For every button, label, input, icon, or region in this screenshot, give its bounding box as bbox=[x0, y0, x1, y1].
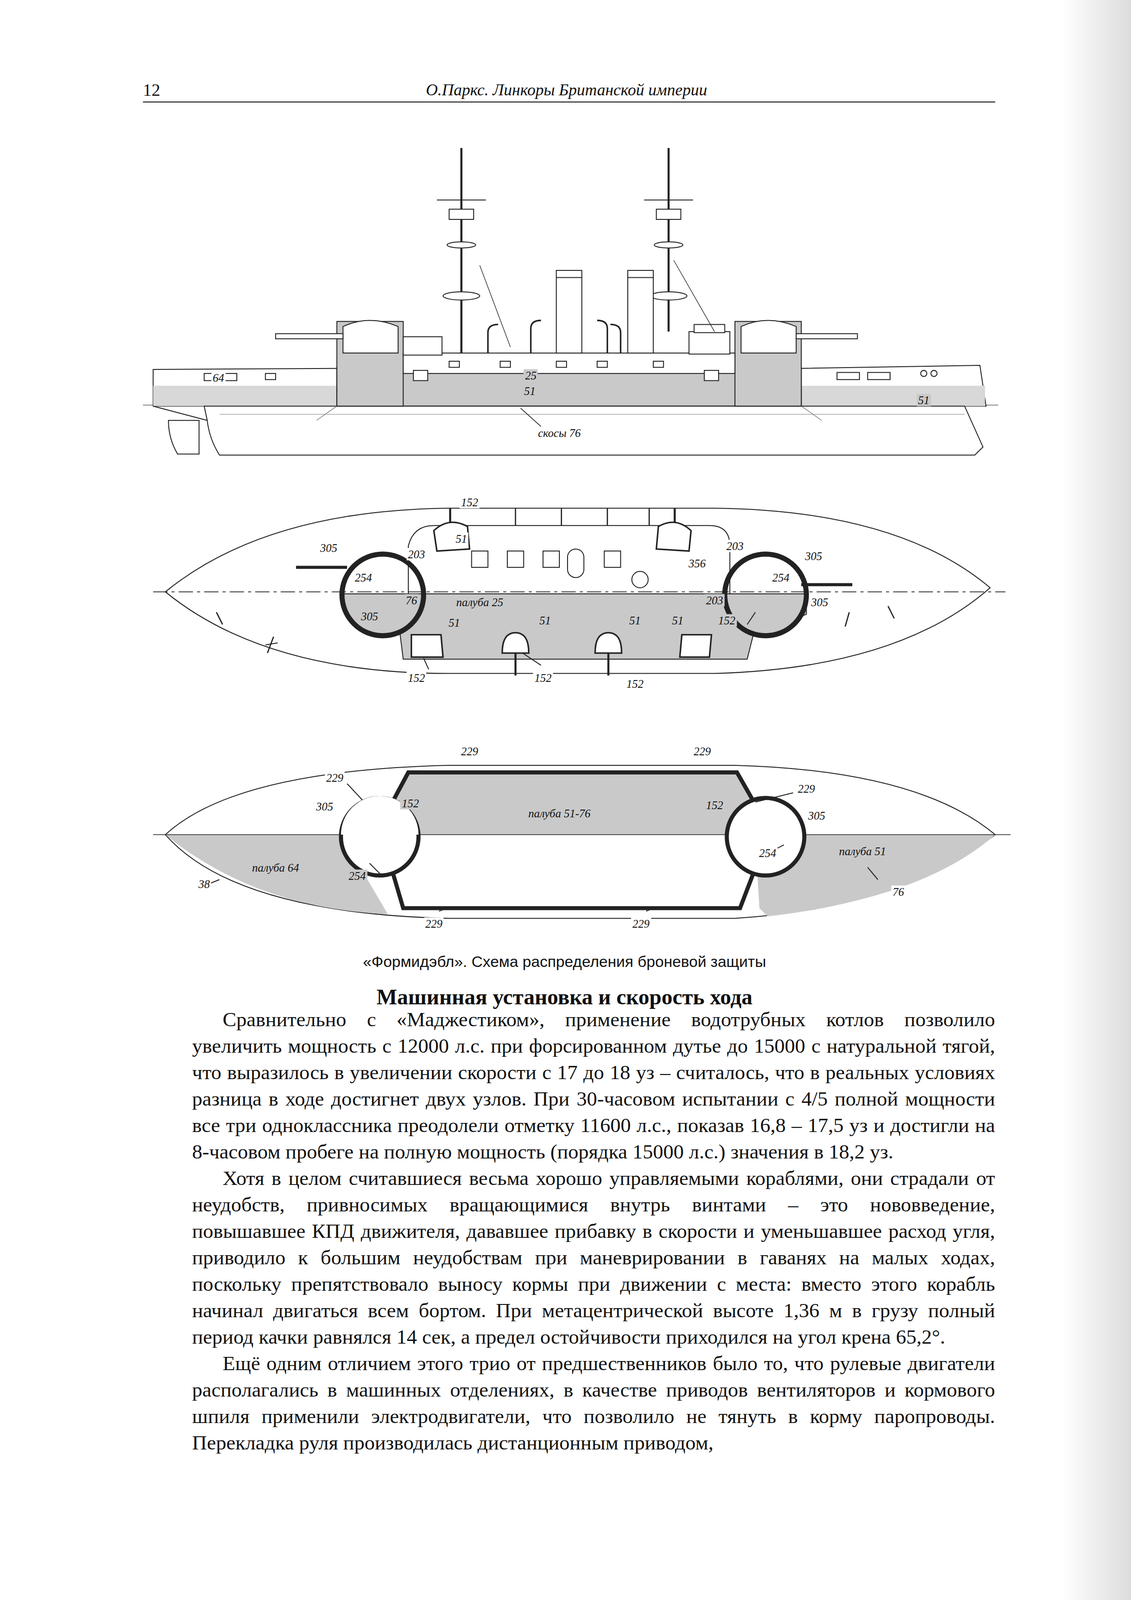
body-text: Сравнительно с «Маджестиком», применение… bbox=[192, 1006, 996, 1457]
armor-label: 51 bbox=[454, 532, 469, 546]
armor-label: 356 bbox=[687, 557, 708, 570]
side-view bbox=[142, 147, 999, 455]
armor-label: 305 bbox=[809, 596, 830, 609]
armor-label: 229 bbox=[692, 745, 713, 758]
figure-caption: «Формидэбл». Схема распределения бронево… bbox=[362, 952, 767, 971]
armor-label: 51 bbox=[537, 614, 553, 627]
armor-label: палуба 51-76 bbox=[526, 807, 592, 820]
armor-label: 305 bbox=[359, 610, 380, 623]
armor-label: скосы 76 bbox=[536, 426, 583, 439]
armor-label: 152 bbox=[400, 797, 421, 810]
armor-label: 38 bbox=[197, 877, 212, 891]
armor-label: 254 bbox=[347, 869, 368, 882]
armor-label: 229 bbox=[324, 771, 345, 784]
armor-label: 64 bbox=[211, 371, 226, 384]
armor-label: 229 bbox=[459, 745, 480, 758]
running-header: О.Паркс. Линкоры Британской империи bbox=[426, 80, 708, 100]
armor-label: 51 bbox=[627, 614, 642, 627]
armor-label: 152 bbox=[625, 677, 646, 691]
upper-deck-plan bbox=[153, 508, 1006, 676]
armor-label: 254 bbox=[771, 571, 792, 584]
header-rule bbox=[142, 101, 996, 103]
armor-label: 305 bbox=[806, 809, 827, 822]
armor-label: 152 bbox=[459, 495, 480, 509]
armor-label: 254 bbox=[757, 847, 778, 860]
armor-label: палуба 64 bbox=[250, 861, 301, 874]
armor-label: 254 bbox=[353, 571, 374, 584]
scan-shadow bbox=[1061, 0, 1131, 1600]
armor-label: 229 bbox=[796, 782, 817, 796]
armor-label: 51 bbox=[916, 394, 931, 407]
armor-label: 152 bbox=[704, 799, 725, 812]
armor-label: 229 bbox=[423, 917, 444, 930]
armor-label: 305 bbox=[314, 800, 335, 813]
armor-label: 76 bbox=[404, 594, 419, 607]
armor-label: 229 bbox=[630, 917, 652, 930]
armor-label: 305 bbox=[318, 542, 339, 555]
body-paragraph: Ещё одним отличием этого трио от предшес… bbox=[192, 1350, 996, 1457]
armor-label: 76 bbox=[891, 886, 906, 899]
armour-deck-plan bbox=[153, 765, 1011, 919]
armor-label: 51 bbox=[670, 614, 685, 627]
armor-label: 203 bbox=[406, 547, 427, 561]
page-number: 12 bbox=[142, 80, 161, 100]
body-paragraph: Сравнительно с «Маджестиком», применение… bbox=[192, 1006, 996, 1166]
armor-label: палуба 51 bbox=[837, 844, 888, 858]
armor-label: 152 bbox=[406, 671, 427, 684]
armor-label: 51 bbox=[522, 384, 537, 397]
armor-label: 203 bbox=[704, 594, 725, 607]
body-paragraph: Хотя в целом считавшиеся весьма хорошо у… bbox=[192, 1165, 996, 1351]
armor-label: 51 bbox=[447, 616, 462, 629]
section-heading: Машинная установка и скорость хода bbox=[376, 984, 753, 1011]
armor-label: 152 bbox=[716, 614, 737, 627]
armor-label: палуба 25 bbox=[454, 596, 505, 609]
armor-label: 152 bbox=[533, 671, 554, 684]
armor-label: 305 bbox=[803, 550, 824, 563]
armor-label: 25 bbox=[523, 369, 538, 382]
armor-label: 203 bbox=[724, 539, 746, 553]
